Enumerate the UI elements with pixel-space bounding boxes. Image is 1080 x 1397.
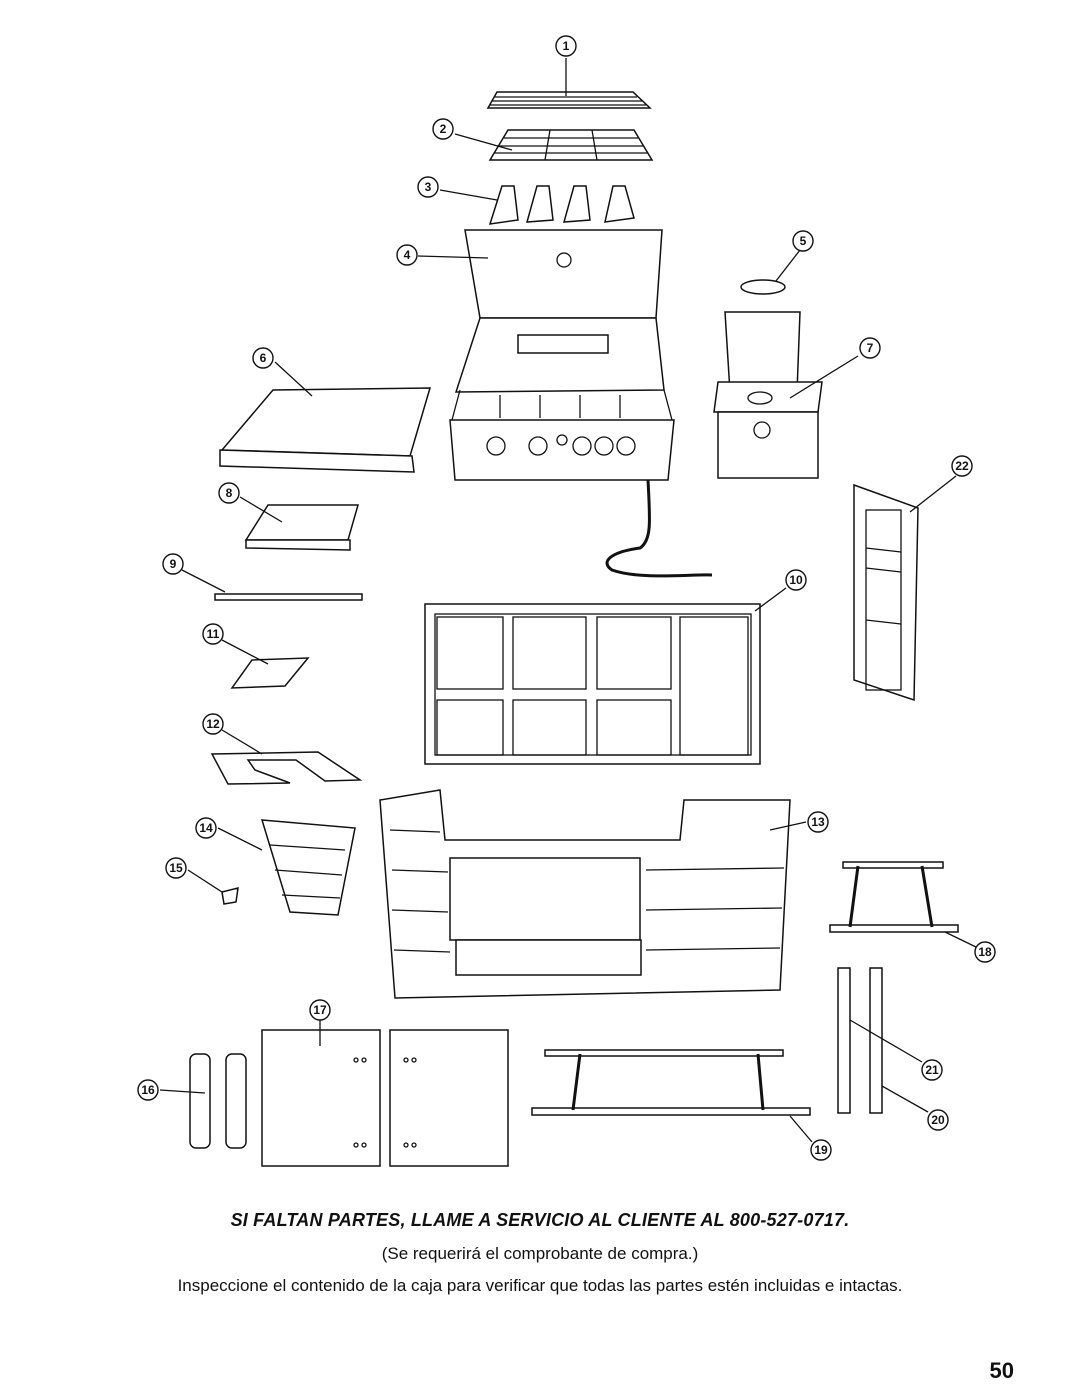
part-grill-head xyxy=(417,229,713,578)
svg-text:13: 13 xyxy=(811,815,825,829)
svg-text:21: 21 xyxy=(925,1063,939,1077)
part-warming-rack xyxy=(486,58,652,109)
callout-20: 20 xyxy=(927,1109,949,1131)
callout-16: 16 xyxy=(137,1079,159,1101)
inspection-instruction: Inspeccione el contenido de la caja para… xyxy=(177,1276,903,1295)
parts-diagram: 1 2 3 4 5 6 7 8 9 10 11 12 13 14 15 16 1… xyxy=(137,35,996,1167)
part-countertop-frame xyxy=(210,729,363,785)
part-shelf-insert xyxy=(239,496,359,551)
part-burner-cap xyxy=(740,249,801,295)
callout-6: 6 xyxy=(252,347,274,369)
part-plate xyxy=(221,639,310,689)
svg-text:6: 6 xyxy=(260,351,267,365)
callout-9: 9 xyxy=(162,553,184,575)
svg-text:10: 10 xyxy=(789,573,803,587)
svg-text:5: 5 xyxy=(800,234,807,248)
part-side-shelf xyxy=(219,361,432,473)
missing-parts-heading: SI FALTAN PARTES, LLAME A SERVICIO AL CL… xyxy=(230,1210,850,1230)
svg-text:7: 7 xyxy=(867,341,874,355)
callout-12: 12 xyxy=(202,713,224,735)
callout-4: 4 xyxy=(396,244,418,266)
callout-14: 14 xyxy=(195,817,217,839)
svg-text:4: 4 xyxy=(404,248,411,262)
part-flame-tamers xyxy=(439,185,635,225)
svg-text:19: 19 xyxy=(814,1143,828,1157)
part-cooking-grates xyxy=(454,129,654,161)
svg-text:8: 8 xyxy=(226,486,233,500)
part-handles xyxy=(159,1053,247,1149)
callout-8: 8 xyxy=(218,482,240,504)
svg-text:2: 2 xyxy=(440,122,447,136)
callout-22: 22 xyxy=(951,455,973,477)
svg-text:3: 3 xyxy=(425,180,432,194)
callout-19: 19 xyxy=(810,1139,832,1161)
svg-text:18: 18 xyxy=(978,945,992,959)
part-basket xyxy=(217,819,356,916)
callout-5: 5 xyxy=(792,230,814,252)
part-side-burner xyxy=(713,311,859,479)
svg-text:22: 22 xyxy=(955,459,969,473)
svg-text:20: 20 xyxy=(931,1113,945,1127)
callout-10: 10 xyxy=(785,569,807,591)
part-island-base xyxy=(379,789,807,999)
part-leg-frame xyxy=(853,475,957,702)
callout-21: 21 xyxy=(921,1059,943,1081)
proof-of-purchase-note: (Se requerirá el comprobante de compra.) xyxy=(381,1244,699,1263)
part-trim-strip xyxy=(181,569,363,601)
page-number: 50 xyxy=(989,1358,1014,1383)
part-rails xyxy=(837,967,929,1114)
part-back-panel xyxy=(424,587,787,765)
callout-2: 2 xyxy=(432,118,454,140)
callout-1: 1 xyxy=(555,35,577,57)
callout-13: 13 xyxy=(807,811,829,833)
svg-text:16: 16 xyxy=(141,1083,155,1097)
callout-17: 17 xyxy=(309,999,331,1021)
svg-text:11: 11 xyxy=(207,627,220,641)
callout-11: 11 xyxy=(202,623,224,645)
svg-text:15: 15 xyxy=(169,861,183,875)
callout-15: 15 xyxy=(165,857,187,879)
svg-text:17: 17 xyxy=(313,1003,327,1017)
part-support-bracket-upper xyxy=(829,861,979,949)
svg-text:12: 12 xyxy=(206,717,220,731)
part-support-bracket-lower xyxy=(531,1049,813,1143)
callout-18: 18 xyxy=(974,941,996,963)
callout-3: 3 xyxy=(417,176,439,198)
svg-text:1: 1 xyxy=(563,39,570,53)
svg-text:9: 9 xyxy=(170,557,177,571)
part-clip xyxy=(187,869,239,905)
svg-text:14: 14 xyxy=(199,821,213,835)
part-doors xyxy=(261,1020,509,1167)
callout-7: 7 xyxy=(859,337,881,359)
